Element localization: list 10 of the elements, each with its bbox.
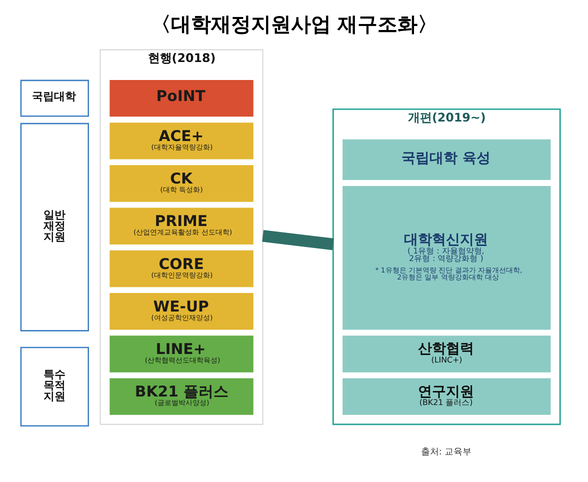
connector: [262, 230, 334, 250]
label: 출처: 교육부: [420, 447, 472, 458]
node-box: PoINT: [109, 80, 253, 117]
diagram-title: 〈대학재정지원사업 재구조화〉: [150, 12, 438, 36]
node-box: 연구지원 (BK21 플러스): [342, 378, 550, 415]
node-box: 특수 목적 지원: [20, 346, 88, 426]
node-box: 국립대학 육성: [342, 139, 550, 180]
node-box: 일반 재정 지원: [20, 122, 88, 332]
node-box: 국립대학: [20, 80, 88, 117]
node-box: 산학협력 (LINC+): [342, 336, 550, 372]
